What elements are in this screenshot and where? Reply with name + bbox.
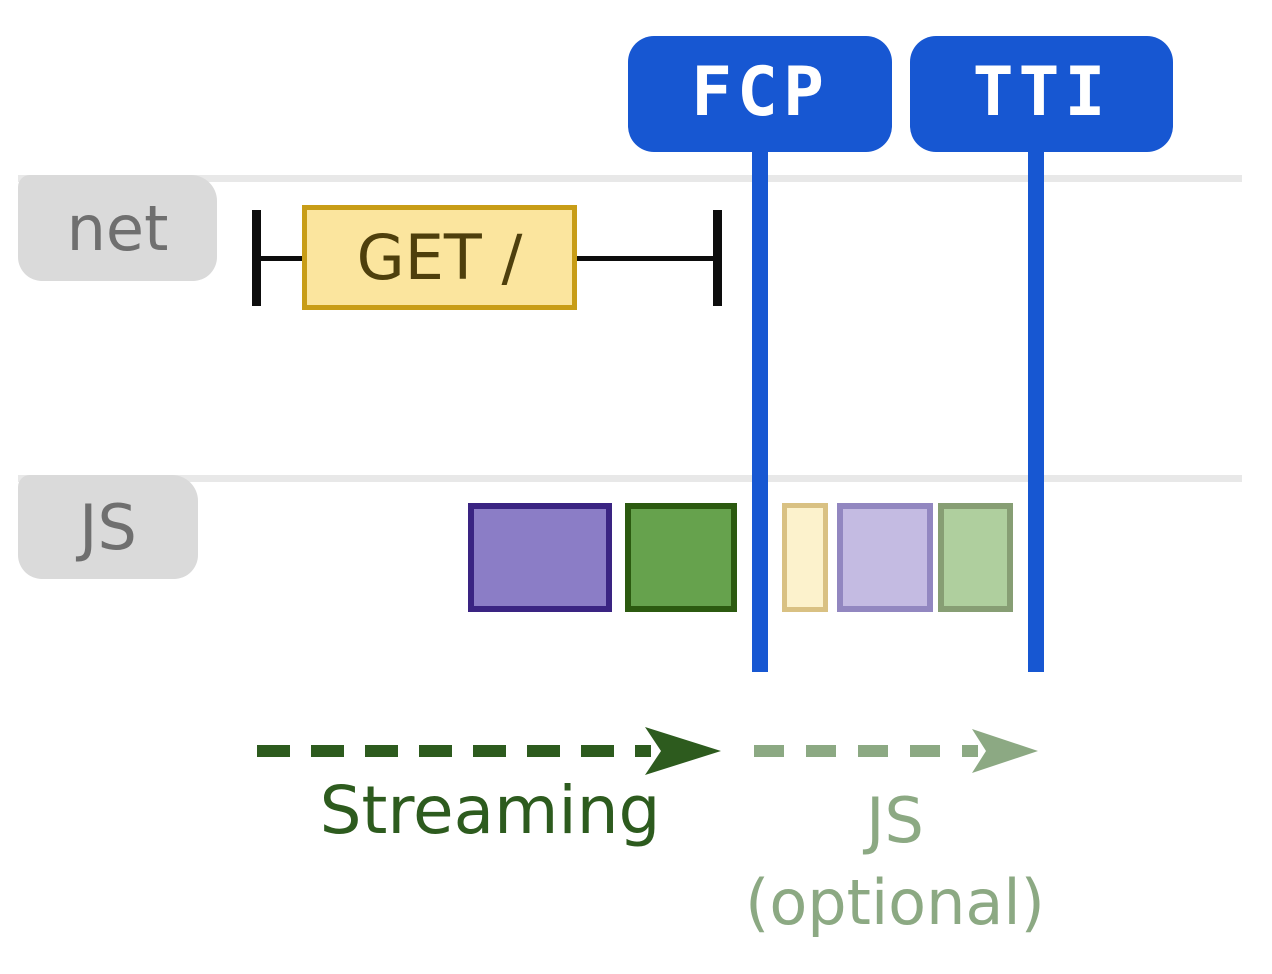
js-track-line xyxy=(18,475,1242,482)
request-start-tick xyxy=(252,210,261,306)
get-request-box: GET / xyxy=(302,205,577,310)
fcp-marker-line xyxy=(752,140,768,672)
js-task-block-optional-purple xyxy=(837,503,933,612)
streaming-arrow-icon xyxy=(257,727,721,775)
net-track-line xyxy=(18,175,1242,182)
tti-badge-text: TTI xyxy=(972,52,1111,132)
request-end-tick xyxy=(713,210,722,306)
net-row-label-text: net xyxy=(66,191,169,265)
js-optional-label: JS (optional) xyxy=(735,780,1055,944)
js-optional-arrow-icon xyxy=(754,729,1038,773)
js-task-block-optional-yellow xyxy=(782,503,828,612)
tti-marker-line xyxy=(1028,140,1044,672)
streaming-label: Streaming xyxy=(319,772,661,849)
tti-badge: TTI xyxy=(910,36,1173,152)
js-row-label-text: JS xyxy=(79,490,137,564)
fcp-badge-text: FCP xyxy=(691,52,829,132)
js-task-block-purple xyxy=(468,503,612,612)
js-optional-label-line2: (optional) xyxy=(745,865,1045,939)
net-row-label: net xyxy=(18,175,217,281)
fcp-badge: FCP xyxy=(628,36,892,152)
get-request-label: GET / xyxy=(356,221,523,294)
js-task-block-optional-green xyxy=(938,503,1013,612)
js-row-label: JS xyxy=(18,475,198,579)
js-task-block-green xyxy=(625,503,737,612)
js-optional-label-line1: JS xyxy=(866,784,924,857)
